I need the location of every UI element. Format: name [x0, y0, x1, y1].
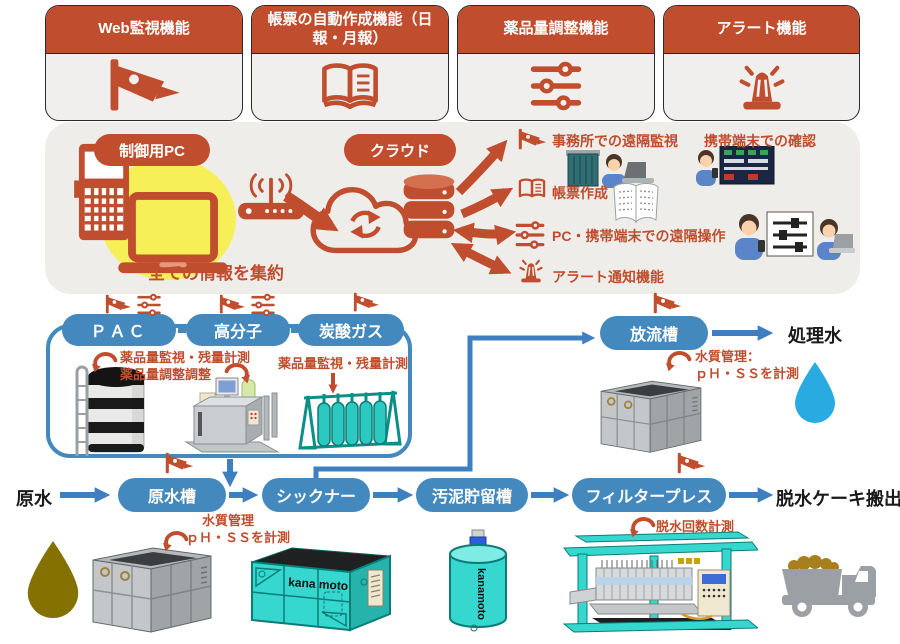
pac-tank-image — [68, 360, 148, 458]
remote-item-label: アラート通知機能 — [552, 269, 664, 285]
stage-pill-filter-press: フィルタープレス — [572, 478, 726, 512]
feature-card-report: 帳票の自動作成機能（日報・月報） — [251, 5, 449, 121]
sliders-icon — [528, 58, 584, 114]
sliders-icon — [136, 292, 162, 318]
treated-water-droplet — [792, 360, 838, 424]
feature-card-alert: アラート機能 — [663, 5, 860, 121]
feature-card-title: 帳票の自動作成機能（日報・月報） — [252, 6, 448, 54]
raw-water-label: 原水 — [16, 489, 52, 509]
feature-card-web-monitoring: Web監視機能 — [45, 5, 243, 121]
curved-arrow-icon — [163, 530, 189, 552]
feature-card-title: アラート機能 — [664, 6, 859, 54]
curved-arrow-icon — [224, 362, 250, 384]
report-book-icon — [318, 60, 382, 113]
alarm-icon — [733, 61, 791, 112]
discharge-tank-pill: 放流槽 — [600, 316, 708, 350]
chemical-note-line1: 薬品量監視・残量計測 — [120, 350, 251, 365]
sludge-tank-brand-text: kanamoto — [475, 568, 487, 620]
cctv-camera-icon — [676, 452, 706, 475]
remote-item-label2: 携帯端末での確認 — [704, 133, 816, 149]
remote-item-label: 事務所での遠隔監視 — [552, 133, 678, 149]
aggregate-note: 全ての情報を集約 — [148, 264, 284, 283]
gas-note: 薬品量監視・残量計測 — [278, 356, 409, 371]
feature-card-chemical-adjust: 薬品量調整機能 — [457, 5, 655, 121]
sludge-storage-tank-image: kanamoto — [446, 528, 510, 640]
control-panel-icon — [72, 142, 134, 244]
dump-truck-image — [780, 545, 882, 625]
report-book-illustration — [610, 178, 662, 228]
chemical-pill-co2: 炭酸ガス — [298, 314, 404, 346]
cctv-camera-icon — [218, 294, 246, 315]
wifi-router-icon — [232, 168, 310, 230]
laptop-icon — [112, 192, 234, 278]
remote-operation-illustration — [733, 210, 855, 278]
thickener-container-image: kana moto — [246, 540, 394, 632]
database-icon — [398, 168, 460, 246]
cctv-camera-icon — [106, 57, 182, 115]
feature-card-title: 薬品量調整機能 — [458, 6, 654, 54]
discharge-tank-image — [596, 376, 706, 454]
control-pc-pill: 制御用PC — [94, 134, 210, 166]
feature-card-title: Web監視機能 — [46, 6, 242, 54]
chemical-note-line2: 薬品量調整調整 — [120, 367, 212, 382]
filter-press-note: 脱水回数計測 — [656, 519, 735, 534]
curved-arrow-icon — [630, 516, 656, 538]
remote-item-label: 帳票作成 — [552, 185, 608, 201]
mobile-check-illustration — [696, 146, 776, 190]
thickener-brand-text: kana moto — [288, 575, 349, 593]
report-book-icon — [517, 177, 547, 202]
discharge-note-line1: 水質管理： — [695, 349, 761, 364]
filter-press-image — [562, 522, 758, 640]
cloud-pill: クラウド — [344, 134, 456, 166]
chemical-pill-pac: ＰＡＣ — [62, 314, 176, 346]
cctv-camera-icon — [652, 292, 682, 315]
pill-connector-dash — [178, 327, 186, 333]
raw-water-droplet — [24, 538, 82, 620]
dewatered-cake-label: 脱水ケーキ搬出 — [776, 489, 900, 509]
curved-arrow-icon — [666, 350, 692, 372]
treated-water-label: 処理水 — [788, 326, 842, 346]
stage-pill-sludge-tank: 汚泥貯留槽 — [416, 478, 528, 512]
sliders-icon — [250, 292, 276, 318]
raw-tank-note-line1: 水質管理 — [202, 513, 255, 528]
pill-connector-dash — [291, 327, 299, 333]
raw-tank-note-line2: ｐＨ・ＳＳを計測 — [186, 530, 291, 545]
cctv-camera-icon — [104, 294, 132, 315]
stage-pill-raw-water-tank: 原水槽 — [118, 478, 226, 512]
alarm-icon — [516, 257, 546, 284]
cctv-camera-icon — [517, 128, 547, 151]
stage-pill-thickener: シックナー — [262, 478, 370, 512]
sliders-icon — [514, 219, 546, 251]
cctv-camera-icon — [352, 292, 380, 313]
discharge-note-line2: ｐＨ・ＳＳを計測 — [695, 366, 800, 381]
polymer-dosing-unit-image — [182, 366, 282, 458]
gas-cylinder-rack-image — [298, 382, 403, 454]
raw-water-tank-image — [86, 542, 218, 634]
curved-arrow-icon — [92, 351, 118, 373]
chemical-pill-polymer: 高分子 — [186, 314, 290, 346]
remote-item-label: PC・携帯端末での遠隔操作 — [552, 228, 726, 244]
cctv-camera-icon — [164, 452, 194, 475]
